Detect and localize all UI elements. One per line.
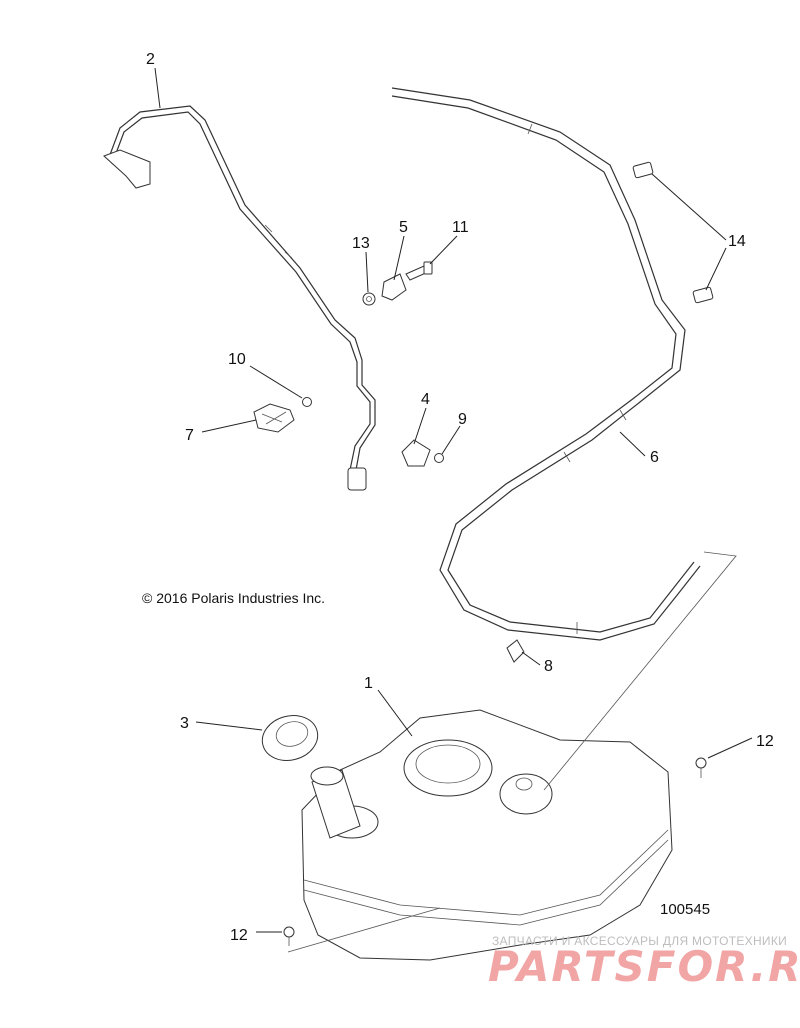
bolt-part-11 bbox=[405, 261, 433, 281]
fastener-part-10 bbox=[302, 397, 312, 407]
watermark-caption: ЗАПЧАСТИ И АКСЕССУАРЫ ДЛЯ МОТОТЕХНИКИ bbox=[492, 934, 788, 948]
callout-6: 6 bbox=[650, 449, 659, 466]
clamp-part-4 bbox=[401, 439, 431, 467]
clip-part-14 bbox=[632, 161, 714, 304]
callout-3: 3 bbox=[180, 715, 189, 732]
rivet-part-12-left bbox=[283, 926, 295, 946]
callout-1: 1 bbox=[364, 675, 373, 692]
watermark-logo: PARTSFOR.RU bbox=[488, 942, 800, 991]
callout-7: 7 bbox=[185, 427, 194, 444]
reference-line-lower bbox=[287, 907, 441, 953]
vent-line-part-6 bbox=[391, 87, 701, 641]
callout-4: 4 bbox=[421, 391, 430, 408]
callout-8: 8 bbox=[544, 658, 553, 675]
retainer-part-7 bbox=[253, 403, 295, 433]
nut-part-9 bbox=[434, 453, 444, 463]
fuel-cap-part-3 bbox=[261, 715, 319, 761]
callout-2: 2 bbox=[146, 51, 155, 68]
callout-9: 9 bbox=[458, 411, 467, 428]
callout-12-left: 12 bbox=[230, 927, 248, 944]
copyright-notice: © 2016 Polaris Industries Inc. bbox=[142, 590, 326, 606]
clip-part-8 bbox=[506, 639, 525, 663]
clamp-part-5 bbox=[381, 273, 407, 301]
callout-13: 13 bbox=[352, 235, 370, 252]
figure-number: 100545 bbox=[660, 901, 711, 918]
callout-5: 5 bbox=[399, 219, 408, 236]
callout-11: 11 bbox=[452, 219, 469, 236]
callout-10: 10 bbox=[228, 351, 246, 368]
callout-12-right: 12 bbox=[756, 733, 774, 750]
vent-line-part-2 bbox=[103, 105, 376, 491]
callout-14: 14 bbox=[728, 233, 746, 250]
nut-part-13 bbox=[362, 292, 376, 306]
leader-lines bbox=[154, 67, 753, 933]
rivet-part-12-right bbox=[695, 757, 707, 778]
reference-line bbox=[543, 551, 737, 791]
fuel-tank-part-1 bbox=[301, 709, 673, 961]
